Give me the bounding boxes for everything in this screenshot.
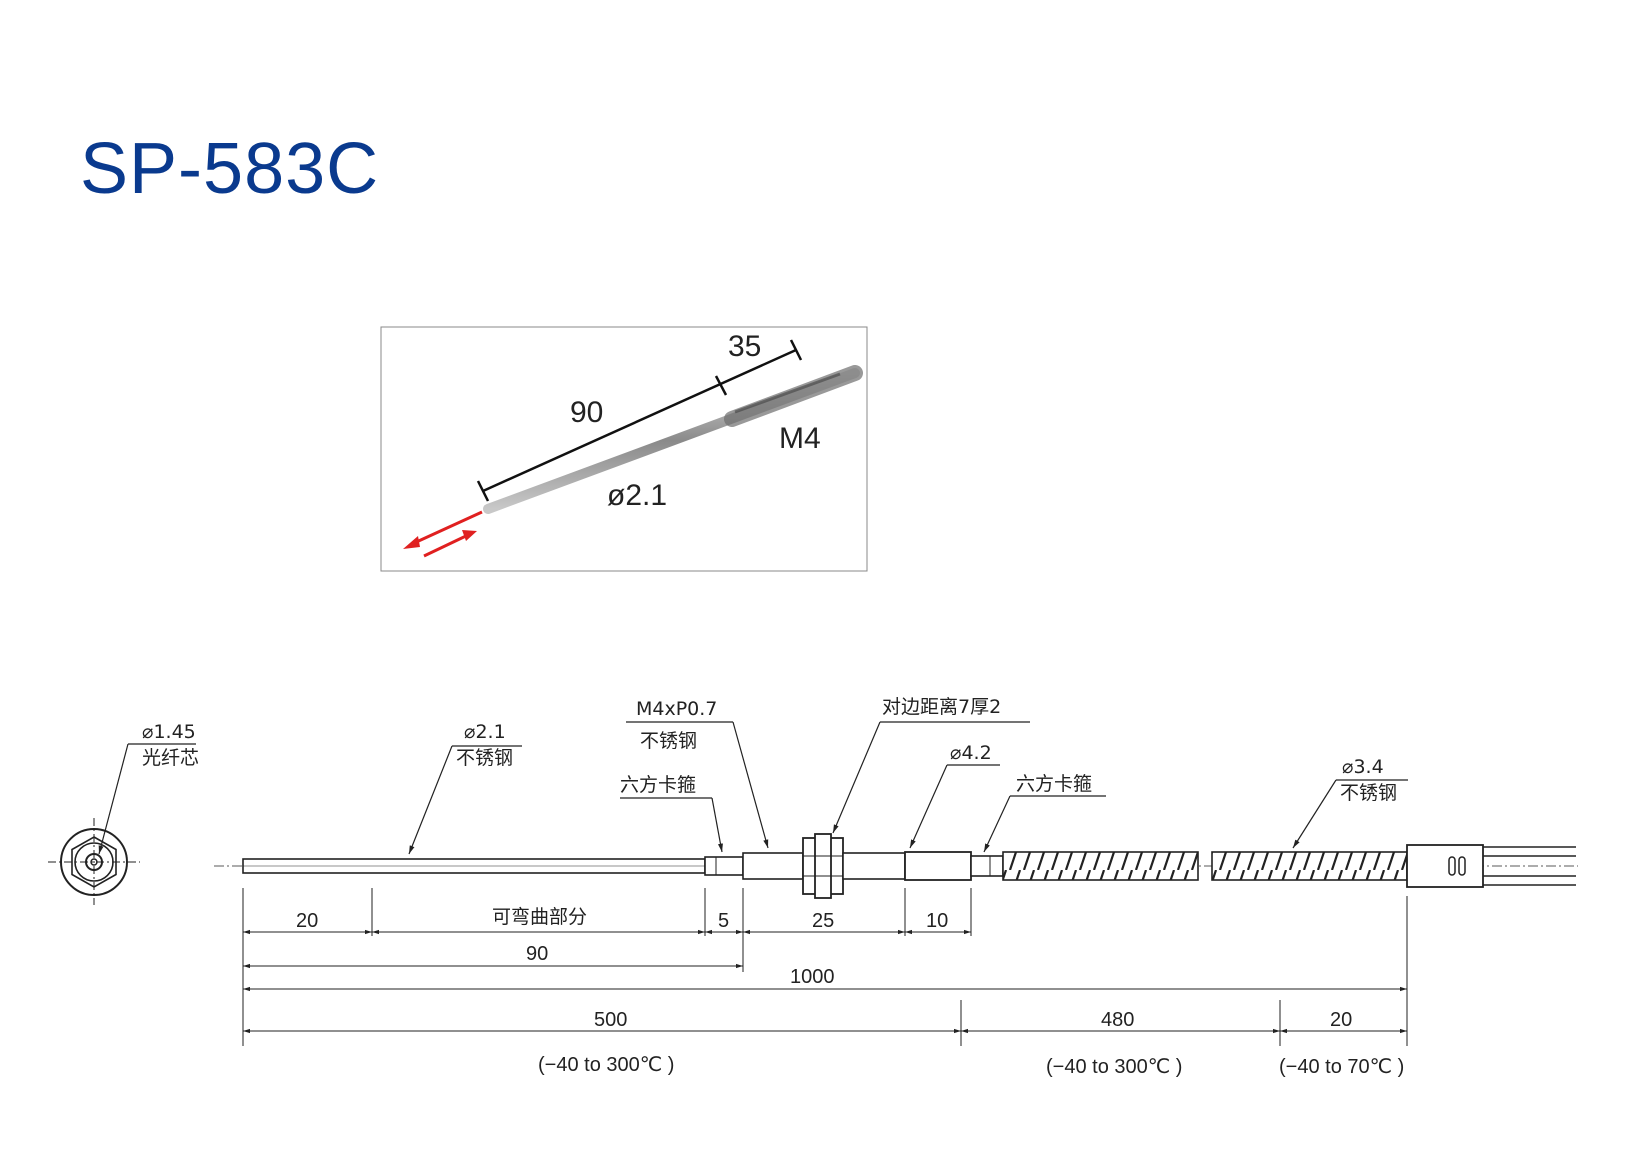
sleeve <box>904 851 972 881</box>
dim-500: 500 <box>594 1009 627 1031</box>
dim-10: 10 <box>926 910 948 932</box>
dim-1000: 1000 <box>790 966 835 988</box>
callout-labels: ⌀1.45 光纤芯 ⌀2.1 不锈钢 M4xP0.7 不锈钢 六方卡箍 对边距离… <box>142 696 1397 804</box>
thread-spec-label: M4xP0.7 <box>636 698 717 720</box>
dimension-lines <box>242 888 1408 1046</box>
dimension-labels: 20 可弯曲部分 5 25 10 90 1000 500 480 20 (−40… <box>296 906 1404 1078</box>
side-view <box>214 833 1578 899</box>
hex-ferrule-left <box>704 856 744 876</box>
connector-block <box>1406 844 1484 888</box>
end-material-label: 光纤芯 <box>142 747 199 769</box>
end-dia-label: ⌀1.45 <box>142 721 196 743</box>
dim-20b: 20 <box>1330 1009 1352 1031</box>
temp-range-1: (−40 to 300℃ ) <box>538 1054 674 1076</box>
inset-len-90: 90 <box>570 396 603 429</box>
inset-dia: ø2.1 <box>607 479 667 512</box>
inset-len-35: 35 <box>728 330 761 363</box>
nut-spec-label: 对边距离7厚2 <box>882 696 1001 718</box>
tube-material-label: 不锈钢 <box>456 747 513 769</box>
dim-5: 5 <box>718 910 729 932</box>
hex-ferrule-right <box>970 855 1004 877</box>
temp-range-2: (−40 to 300℃ ) <box>1046 1056 1182 1078</box>
tube-dia-label: ⌀2.1 <box>464 721 506 743</box>
callouts <box>98 721 1408 855</box>
inset-thread: M4 <box>779 422 821 455</box>
light-direction-arrows <box>403 510 483 558</box>
inset-photo: 90 35 M4 ø2.1 <box>380 326 868 572</box>
dim-bendable: 可弯曲部分 <box>492 906 587 928</box>
ferrule-left-label: 六方卡箍 <box>620 774 696 796</box>
dim-25: 25 <box>812 910 834 932</box>
armor-material-label: 不锈钢 <box>1340 782 1397 804</box>
temp-range-3: (−40 to 70℃ ) <box>1279 1056 1404 1078</box>
inset-dim-line <box>482 348 797 493</box>
page-title: SP-583C <box>80 129 380 209</box>
dim-90: 90 <box>526 943 548 965</box>
dim-480: 480 <box>1101 1009 1134 1031</box>
threaded-body <box>742 852 804 880</box>
spiral-armor-left <box>1002 851 1199 881</box>
thread-material-label: 不锈钢 <box>640 730 697 752</box>
dim-20: 20 <box>296 910 318 932</box>
armor-dia-label: ⌀3.4 <box>1342 756 1384 778</box>
ferrule-right-label: 六方卡箍 <box>1016 773 1092 795</box>
sleeve-dia-label: ⌀4.2 <box>950 742 992 764</box>
threaded-section <box>724 365 863 427</box>
end-view <box>48 818 140 905</box>
spiral-armor-right <box>1211 851 1408 881</box>
